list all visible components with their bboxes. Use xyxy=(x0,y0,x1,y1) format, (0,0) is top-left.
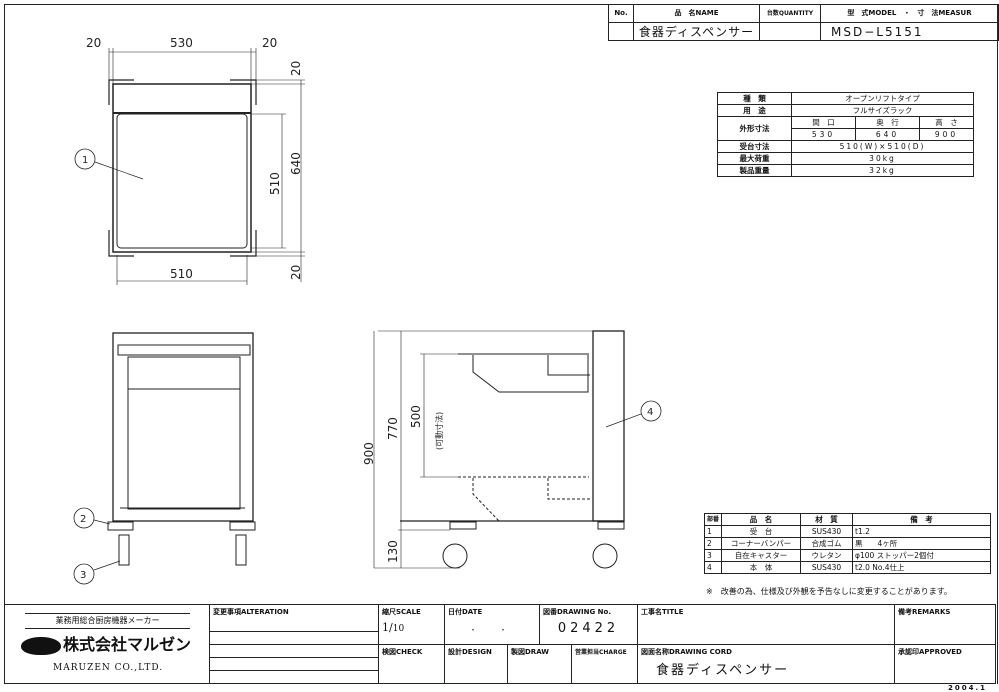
design-label: 設計DESIGN xyxy=(448,648,492,656)
model-number: MSD−L5151 xyxy=(820,22,999,41)
check-label: 検図CHECK xyxy=(382,648,423,656)
spec-value: 32kg xyxy=(790,164,975,177)
corner-bumper xyxy=(108,79,257,257)
product-header-table: No. 品 名NAME 台数QUANTITY 型 式MODEL ・ 寸 法MEA… xyxy=(608,4,999,41)
company-tagline: 業務用総合厨房機器メーカー xyxy=(25,613,190,629)
drawing-name-label: 図面名称DRAWING CORD xyxy=(641,648,732,656)
title-label: 工事名TITLE xyxy=(641,608,684,616)
callout-circle xyxy=(74,148,96,170)
company-english-name: MARUZEN CO.,LTD. xyxy=(53,663,164,673)
alteration-label: 変更事項ALTERATION xyxy=(213,608,289,616)
revision-date: 2004.1 xyxy=(947,684,987,692)
scale-cell: 縮尺SCALE 1/10 xyxy=(378,604,444,644)
dim-label: 20 xyxy=(86,36,101,50)
drawing-number-cell: 図番DRAWING No. 02422 xyxy=(539,604,637,644)
dim-label: 20 xyxy=(289,61,303,76)
part-material: SUS430 xyxy=(800,561,853,574)
spec-table: 種 類オープンリフトタイプ 用 途フルサイズラック 外形寸法 間 口 奥 行 高… xyxy=(717,92,975,177)
dim-label: 20 xyxy=(289,265,303,280)
dim-label: 640 xyxy=(289,152,303,175)
charge-label: 営業担当CHARGE xyxy=(575,649,627,656)
draw-label: 製図DRAW xyxy=(511,648,550,656)
caster-wheel xyxy=(592,543,618,569)
front-view xyxy=(73,332,256,585)
dim-label: 500 xyxy=(409,405,423,428)
drawing-number-label: 図番DRAWING No. xyxy=(543,608,611,616)
company-name: 株式会社マルゼン xyxy=(63,635,192,654)
caster xyxy=(235,534,247,566)
top-view xyxy=(74,48,305,285)
side-view xyxy=(373,330,662,569)
scale-label: 縮尺SCALE xyxy=(382,608,421,616)
drawing-number: 02422 xyxy=(557,621,620,636)
dim-label: 510 xyxy=(268,172,282,195)
drawing-border xyxy=(4,4,998,684)
callout-number: 3 xyxy=(80,570,86,581)
product-name: 食器ディスペンサー xyxy=(633,22,760,41)
caster-wheel xyxy=(442,543,468,569)
title-cell: 工事名TITLE xyxy=(637,604,894,644)
caster xyxy=(118,534,130,566)
title-block: 業務用総合厨房機器メーカー 株式会社マルゼン MARUZEN CO.,LTD. … xyxy=(4,604,996,684)
dim-note: (可動寸法) xyxy=(434,412,444,450)
spec-change-note: ※ 改善の為、仕様及び外観を予告なしに変更することがあります。 xyxy=(706,587,952,596)
drawing-name-cell: 図面名称DRAWING CORD 食器ディスペンサー xyxy=(637,644,894,683)
draw-cell: 製図DRAW xyxy=(507,644,571,683)
callout-number: 2 xyxy=(80,514,86,525)
maruzen-logo-icon xyxy=(21,637,61,655)
check-cell: 検図CHECK xyxy=(378,644,444,683)
corner-bumper xyxy=(107,521,134,531)
approved-cell: 承認印APPROVED xyxy=(894,644,995,683)
remarks-cell: 備考REMARKS xyxy=(894,604,995,644)
part-name: 本 体 xyxy=(721,561,801,574)
drawing-name: 食器ディスペンサー xyxy=(656,663,790,678)
approved-label: 承認印APPROVED xyxy=(898,648,962,656)
dim-label: 20 xyxy=(262,36,277,50)
part-no: 4 xyxy=(704,561,722,574)
company-logo-block: 業務用総合厨房機器メーカー 株式会社マルゼン MARUZEN CO.,LTD. xyxy=(5,605,209,683)
design-cell: 設計DESIGN xyxy=(444,644,507,683)
part-remarks: t2.0 No.4仕上 xyxy=(852,561,991,574)
date-cell: 日付DATE ・ ・ xyxy=(444,604,539,644)
spec-label: 製品重量 xyxy=(717,164,792,177)
corner-bumper xyxy=(229,521,256,531)
date-value: ・ ・ xyxy=(469,626,515,634)
dim-label: 770 xyxy=(386,417,400,440)
dim-label: 530 xyxy=(170,36,193,50)
dim-label: 900 xyxy=(362,442,376,465)
remarks-label: 備考REMARKS xyxy=(898,608,951,616)
dim-label: 130 xyxy=(386,540,400,563)
scale-denominator: 10 xyxy=(392,624,405,634)
callout-number: 4 xyxy=(647,407,653,418)
callout-number: 1 xyxy=(82,155,88,166)
alteration-block: 変更事項ALTERATION xyxy=(209,604,378,683)
date-label: 日付DATE xyxy=(448,608,483,616)
charge-cell: 営業担当CHARGE xyxy=(571,644,637,683)
dim-label: 510 xyxy=(170,267,193,281)
scale-numerator: 1 xyxy=(382,621,389,634)
